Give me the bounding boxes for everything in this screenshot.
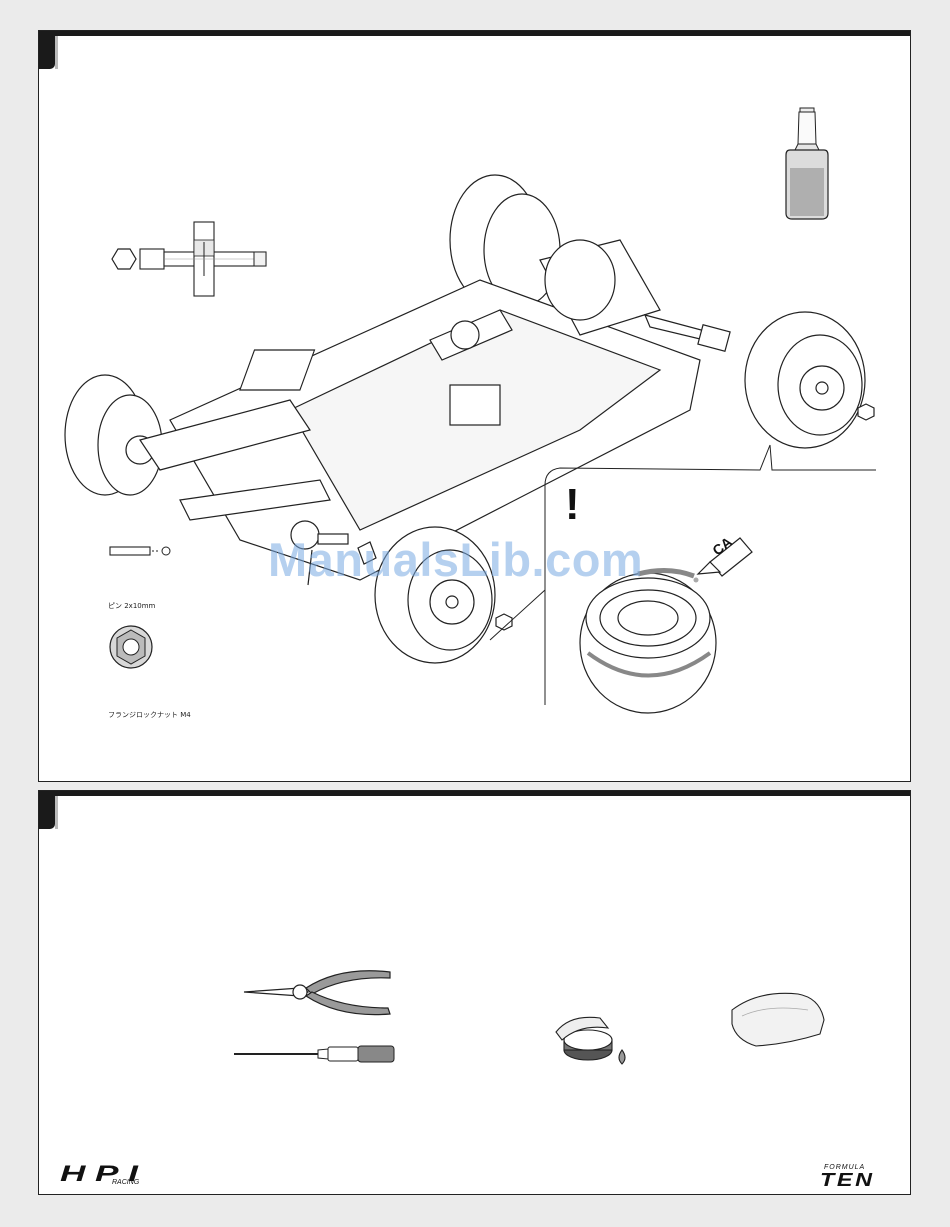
cloth-icon bbox=[728, 990, 828, 1050]
pin-icon bbox=[108, 543, 178, 559]
pliers-icon bbox=[240, 962, 395, 1022]
caution-icon: ! bbox=[565, 483, 580, 527]
racing-logo-text: RACING bbox=[112, 1179, 139, 1186]
step-number-tab bbox=[39, 31, 55, 69]
flange-lock-nut-icon bbox=[108, 624, 154, 670]
ten-logo-text: TEN bbox=[820, 1170, 875, 1191]
pin-label: ピン 2x10mm bbox=[108, 601, 155, 611]
chassis-assembly-drawing bbox=[60, 170, 890, 690]
grease-jar-icon bbox=[550, 1010, 635, 1070]
formula-ten-logo: FORMULA TEN bbox=[818, 1164, 896, 1190]
panel-header-bar bbox=[39, 791, 910, 796]
panel-header-bar bbox=[39, 31, 910, 36]
watermark: ManualsLib.com bbox=[268, 532, 643, 587]
rear-wheel-nut bbox=[858, 404, 874, 420]
step-number-tab bbox=[39, 791, 55, 829]
screwdriver-icon bbox=[232, 1044, 397, 1064]
nut-label: フランジロックナット M4 bbox=[108, 710, 191, 720]
hpi-logo: HPI RACING bbox=[60, 1165, 160, 1189]
